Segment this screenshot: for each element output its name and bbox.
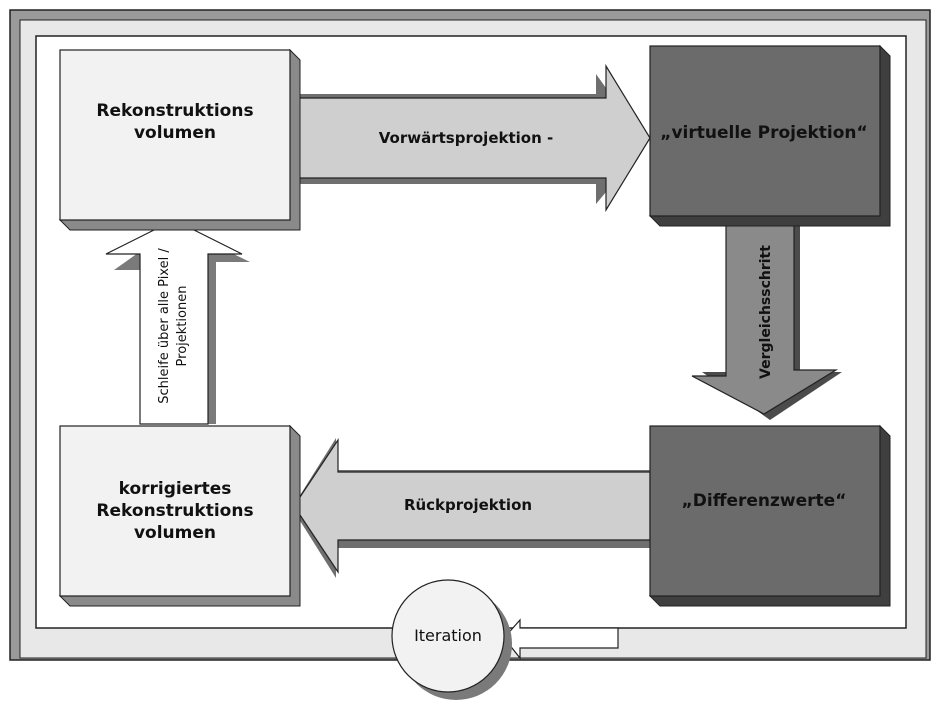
reconstruction-volume-box: Rekonstruktions volumen — [58, 48, 301, 231]
reconstruction-volume-label-line-1: Rekonstruktions — [96, 101, 253, 121]
iteration-node: Iteration — [391, 579, 512, 700]
iteration-label: Iteration — [414, 626, 482, 645]
comparison-step-label: Vergleichsschritt — [758, 245, 774, 379]
loop-label-line-2: Projektionen — [175, 286, 190, 367]
back-projection-label: Rückprojektion — [404, 496, 532, 514]
corrected-volume-label-line-3: volumen — [134, 523, 216, 543]
corrected-volume-label-line-2: Rekonstruktions — [96, 501, 253, 521]
loop-arrow: Schleife über alle Pixel / Projektionen — [105, 219, 250, 425]
difference-values-box: „Differenzwerte“ — [648, 424, 891, 607]
corrected-volume-label-line-1: korrigiertes — [119, 479, 232, 499]
corrected-volume-box: korrigiertes Rekonstruktions volumen — [58, 424, 301, 607]
forward-projection-arrow: Vorwärtsprojektion - — [285, 63, 651, 213]
virtual-projection-box: „virtuelle Projektion“ — [648, 44, 891, 227]
reconstruction-volume-label-line-2: volumen — [134, 123, 216, 143]
loop-label-line-1: Schleife über alle Pixel / — [157, 248, 172, 404]
back-projection-arrow: Rückprojektion — [292, 438, 654, 578]
virtual-projection-label: „virtuelle Projektion“ — [660, 123, 867, 143]
iteration-return-arrow — [503, 618, 619, 660]
forward-projection-label: Vorwärtsprojektion - — [379, 129, 553, 147]
difference-values-label: „Differenzwerte“ — [682, 491, 847, 511]
comparison-step-arrow: Vergleichsschritt — [691, 211, 842, 420]
